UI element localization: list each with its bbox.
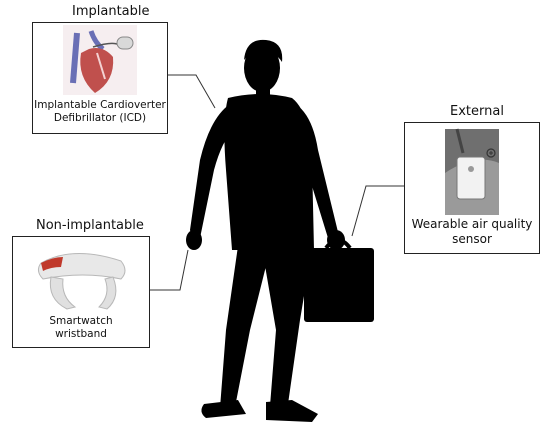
icd-heart-image — [63, 25, 137, 95]
caption-line-1: Wearable air quality — [411, 217, 533, 231]
head — [244, 44, 280, 92]
card-implantable: Implantable Cardioverter Defibrillator (… — [32, 22, 168, 134]
arm-left — [190, 104, 236, 239]
heading-non-implantable: Non-implantable — [36, 218, 144, 233]
hair — [244, 39, 283, 62]
caption-implantable: Implantable Cardioverter Defibrillator (… — [33, 99, 167, 125]
briefcase — [304, 248, 374, 322]
leg-front — [262, 248, 312, 406]
arm-right — [288, 102, 338, 239]
caption-line-2: sensor — [452, 232, 492, 246]
heading-implantable: Implantable — [72, 4, 150, 19]
jacket — [224, 94, 314, 250]
card-non-implantable: Smartwatch wristband — [12, 236, 150, 348]
smartwatch-wristband-image — [37, 253, 126, 310]
heading-external: External — [450, 104, 504, 119]
caption-line-2: Defibrillator (ICD) — [53, 112, 147, 125]
connector-implantable — [168, 74, 216, 109]
connector-external — [351, 185, 404, 237]
caption-line-1: Implantable Cardioverter — [34, 99, 166, 111]
hand-left — [186, 230, 202, 250]
caption-line-2: wristband — [55, 328, 107, 341]
card-external: Wearable air quality sensor — [404, 122, 540, 254]
briefcase-handle — [324, 238, 352, 250]
shoe-front — [266, 400, 318, 422]
shoe-back — [201, 400, 246, 418]
air-quality-sensor-image — [445, 128, 499, 215]
caption-line-1: Smartwatch — [49, 315, 113, 327]
leg-back — [220, 246, 270, 408]
caption-external: Wearable air quality sensor — [405, 217, 539, 247]
caption-non-implantable: Smartwatch wristband — [13, 315, 149, 341]
connector-non-implantable — [150, 249, 189, 291]
